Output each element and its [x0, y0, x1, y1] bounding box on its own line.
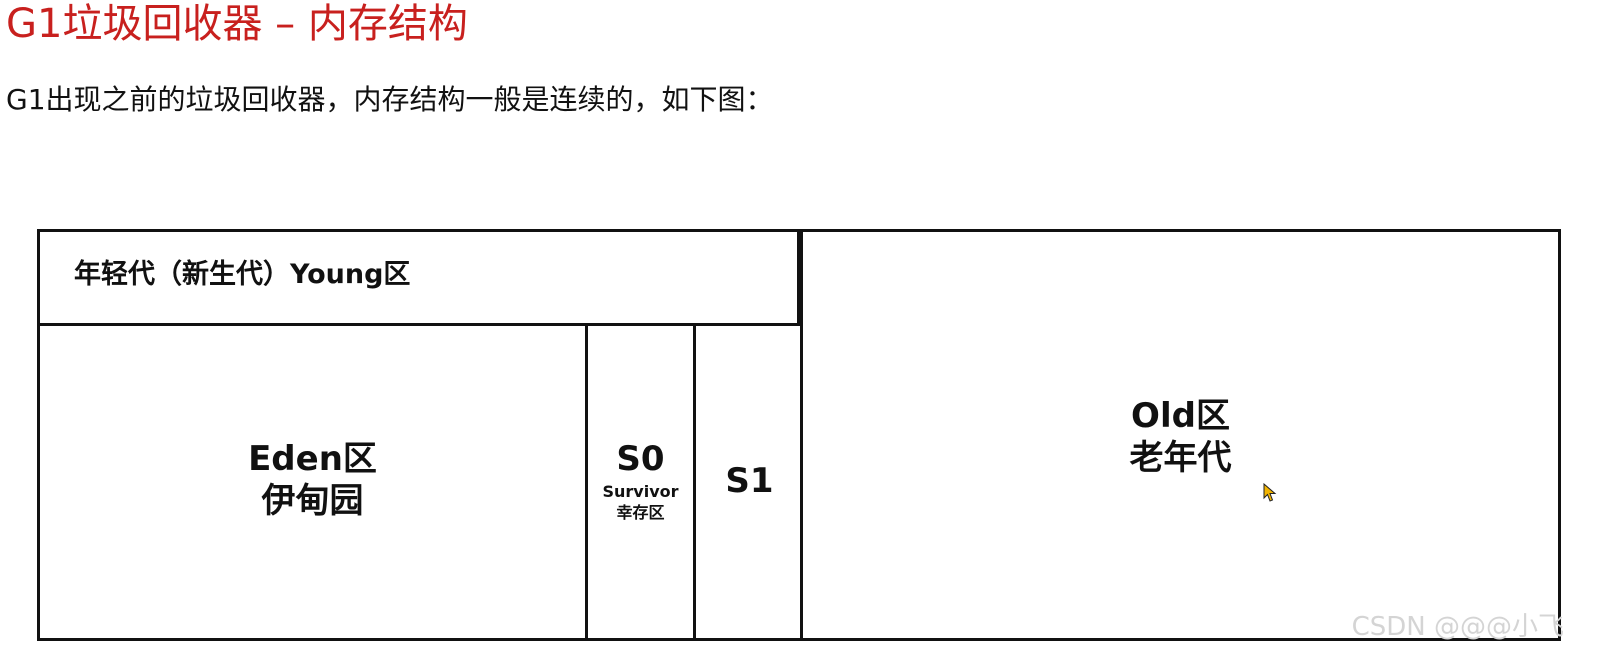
- survivor-s1-region: S1: [696, 326, 803, 641]
- survivor-s0-region: S0 Survivor 幸存区: [588, 326, 696, 641]
- eden-region: Eden区 伊甸园: [40, 326, 588, 641]
- s1-label: S1: [725, 461, 774, 501]
- young-generation-header: 年轻代（新生代）Young区: [40, 232, 800, 326]
- old-chinese-label: 老年代: [1129, 438, 1232, 478]
- eden-label: Eden区: [248, 439, 377, 479]
- csdn-watermark: CSDN @@@小飞: [1351, 612, 1564, 642]
- s0-label: S0: [616, 439, 665, 479]
- page-title: G1垃圾回收器 – 内存结构: [6, 1, 468, 47]
- s0-chinese-label: 幸存区: [616, 503, 665, 522]
- s0-survivor-label: Survivor: [602, 482, 679, 501]
- old-label: Old区: [1131, 396, 1230, 436]
- young-generation-label: 年轻代（新生代）Young区: [74, 259, 411, 290]
- memory-structure-diagram: 年轻代（新生代）Young区 Eden区 伊甸园 S0 Survivor 幸存区…: [37, 229, 1561, 641]
- eden-chinese-label: 伊甸园: [261, 481, 364, 521]
- old-generation-region: Old区 老年代: [800, 232, 1558, 641]
- arrow-cursor-icon: [1263, 483, 1277, 502]
- intro-text: G1出现之前的垃圾回收器，内存结构一般是连续的，如下图：: [6, 83, 774, 116]
